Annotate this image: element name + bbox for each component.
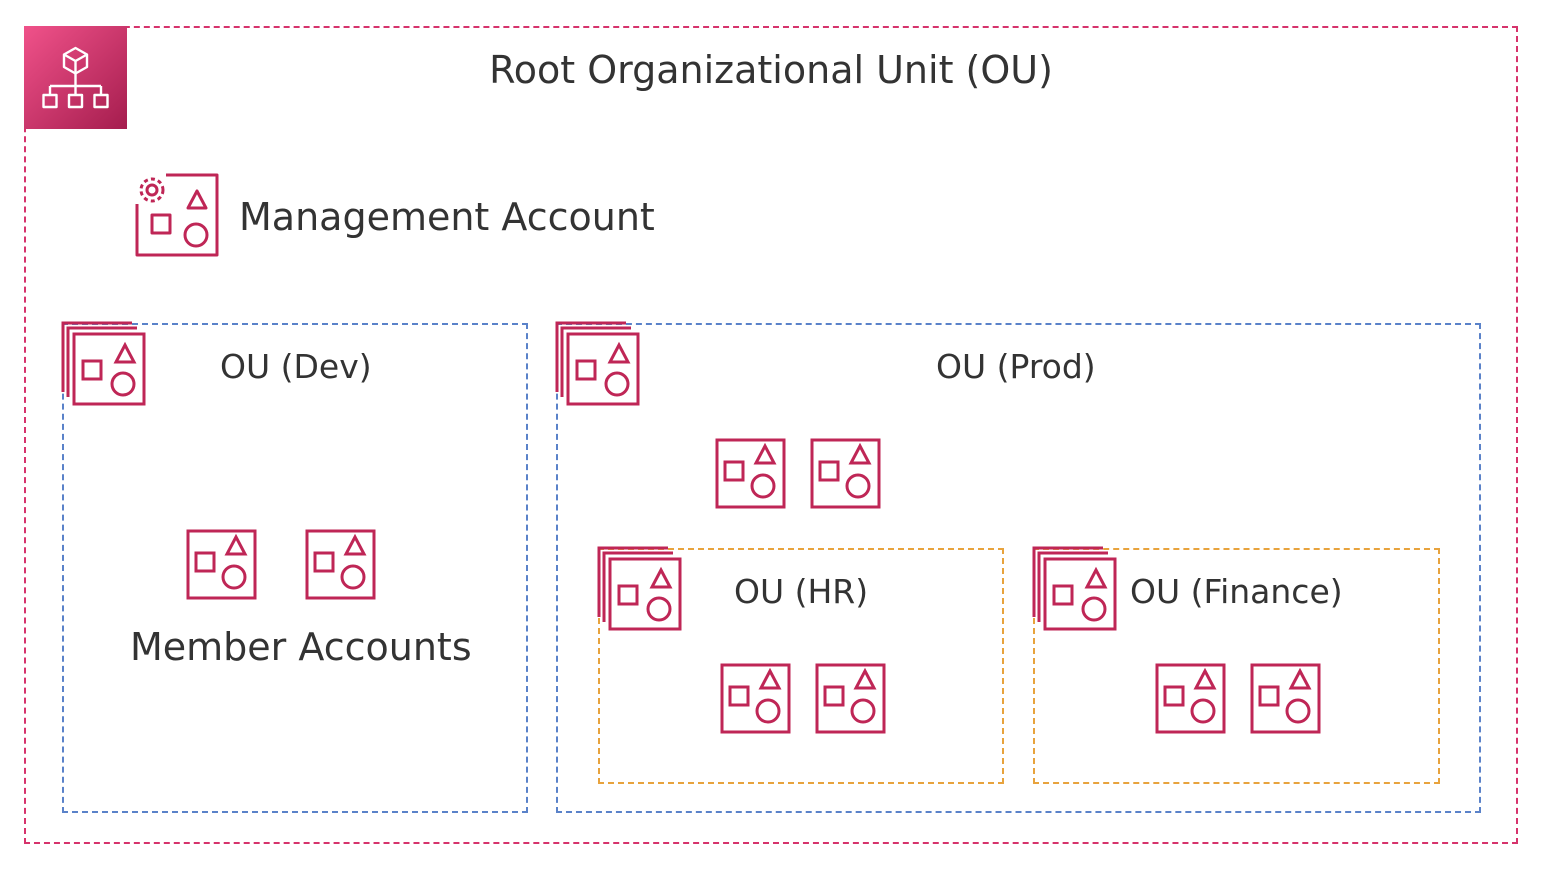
- ou-prod-icon: [555, 321, 640, 406]
- member-accounts-caption: Member Accounts: [130, 625, 472, 669]
- finance-account-icon: [1155, 663, 1226, 734]
- dev-account-icon: [305, 529, 376, 600]
- ou-dev-icon: [61, 321, 146, 406]
- dev-account-icon: [186, 529, 257, 600]
- ou-finance-title: OU (Finance): [1130, 572, 1343, 611]
- root-ou-boundary: [24, 26, 1518, 844]
- ou-dev-boundary: [62, 323, 528, 813]
- prod-account-icon: [810, 438, 881, 509]
- ou-hr-title: OU (HR): [734, 572, 869, 611]
- organizations-icon: [24, 26, 127, 129]
- hr-account-icon: [815, 663, 886, 734]
- ou-finance-boundary: [1033, 548, 1440, 784]
- ou-prod-boundary: [556, 323, 1481, 813]
- finance-account-icon: [1250, 663, 1321, 734]
- management-account-title: Management Account: [239, 195, 655, 239]
- root-ou-title: Root Organizational Unit (OU): [489, 48, 1053, 92]
- ou-dev-title: OU (Dev): [220, 347, 372, 386]
- hr-account-icon: [720, 663, 791, 734]
- prod-account-icon: [715, 438, 786, 509]
- ou-finance-icon: [1032, 546, 1117, 631]
- ou-hr-icon: [597, 546, 682, 631]
- management-account-icon: [135, 173, 219, 257]
- ou-prod-title: OU (Prod): [936, 347, 1096, 386]
- ou-hr-boundary: [598, 548, 1004, 784]
